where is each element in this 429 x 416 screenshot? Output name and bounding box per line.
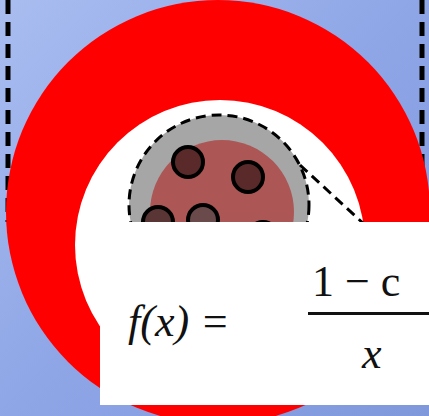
fraction-bar	[308, 312, 429, 315]
formula-text: f(x) =	[128, 300, 230, 344]
red-ring	[6, 0, 429, 416]
formula-text: x	[362, 332, 382, 376]
particle	[233, 162, 263, 192]
formula-box: f(x) = 1 − c x	[100, 222, 429, 405]
formula-text: 1 − c	[312, 260, 400, 304]
leader-line	[300, 165, 365, 225]
particle	[173, 147, 203, 177]
